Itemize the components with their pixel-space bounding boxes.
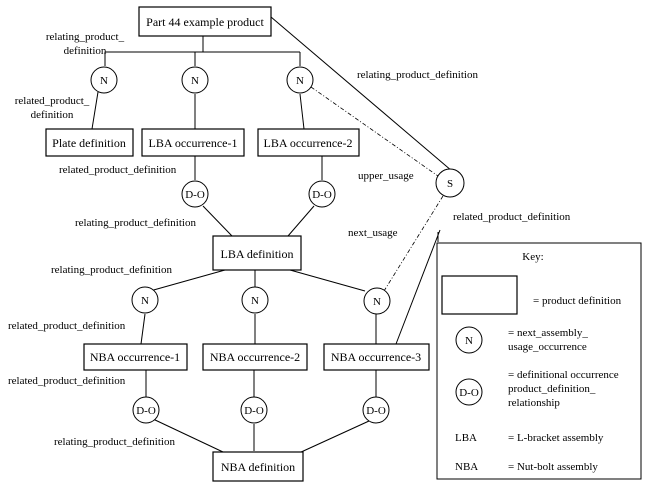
label-next-usage: next_usage [348, 227, 398, 239]
label-relating-lba-def: relating_product_definition [75, 217, 196, 229]
box-nba-occurrence-3: NBA occurrence-3 [323, 343, 430, 371]
node-do-lba-1: D-O [181, 180, 209, 208]
node-n-lba-1: N [181, 66, 209, 94]
box-plate-label: Plate definition [52, 136, 126, 150]
node-do-nba1-label: D-O [136, 405, 156, 417]
box-lba-definition: LBA definition [212, 235, 302, 271]
node-do-lba-2: D-O [308, 180, 336, 208]
legend-do-desc-3: relationship [508, 397, 560, 409]
legend-n-symbol: N [465, 335, 473, 347]
node-n-nba-2: N [241, 286, 269, 314]
label-upper-usage: upper_usage [358, 170, 414, 182]
node-n-nba3-label: N [373, 296, 381, 308]
label-related-nba-do: related_product_definition [8, 375, 126, 387]
label-related-plate-1: related_product_ [15, 95, 90, 107]
legend-key: Key: = product definition N = next_assem… [436, 242, 642, 480]
legend-do-desc-2: product_definition_ [508, 383, 596, 395]
label-relating-top-2: definition [64, 45, 107, 57]
legend-do-desc-1: = definitional occurrence [508, 369, 619, 381]
node-n-nba1-label: N [141, 295, 149, 307]
label-related-plate-2: definition [31, 109, 74, 121]
legend-do-circle [455, 378, 483, 406]
label-related-nba-occ: related_product_definition [8, 320, 126, 332]
legend-n-circle [455, 326, 483, 354]
node-n-lba2-label: N [296, 75, 304, 87]
box-lba-def-label: LBA definition [221, 247, 294, 261]
connector-lines [91, 16, 453, 454]
node-n-nba2-label: N [251, 295, 259, 307]
label-relating-s: relating_product_definition [357, 69, 478, 81]
box-lba-occurrence-2: LBA occurrence-2 [257, 128, 360, 157]
box-nba-occ3-label: NBA occurrence-3 [331, 350, 421, 364]
node-do-nba-2: D-O [240, 396, 268, 424]
box-part44-label: Part 44 example product [146, 15, 264, 29]
box-nba-occurrence-1: NBA occurrence-1 [83, 343, 188, 371]
label-relating-top-1: relating_product_ [46, 31, 125, 43]
node-s: S [435, 168, 465, 198]
legend-n-desc-2: usage_occurrence [508, 341, 587, 353]
node-do-lba1-label: D-O [185, 189, 205, 201]
legend-box-swatch [441, 275, 518, 315]
node-n-lba-2: N [286, 66, 314, 94]
box-plate-definition: Plate definition [45, 128, 134, 157]
node-do-lba2-label: D-O [312, 189, 332, 201]
node-n-nba-1: N [131, 286, 159, 314]
relationship-labels: relating_product_ definition related_pro… [8, 31, 571, 448]
legend-lba-abbr: LBA [455, 432, 477, 444]
legend-title: Key: [522, 251, 543, 263]
node-n-lba1-label: N [191, 75, 199, 87]
box-lba-occ2-label: LBA occurrence-2 [264, 136, 353, 150]
box-nba-occ1-label: NBA occurrence-1 [90, 350, 180, 364]
node-n-plate: N [90, 66, 118, 94]
node-n-nba-3: N [363, 287, 391, 315]
box-part44: Part 44 example product [138, 6, 272, 37]
node-do-nba3-label: D-O [366, 405, 386, 417]
legend-nba-abbr: NBA [455, 461, 478, 473]
label-related-s: related_product_definition [453, 211, 571, 223]
legend-nba-desc: = Nut-bolt assembly [508, 461, 598, 473]
label-related-lba: related_product_definition [59, 164, 177, 176]
node-do-nba-3: D-O [362, 396, 390, 424]
legend-product-definition: = product definition [533, 295, 622, 307]
node-do-nba2-label: D-O [244, 405, 264, 417]
node-n-plate-label: N [100, 75, 108, 87]
box-lba-occurrence-1: LBA occurrence-1 [141, 128, 245, 157]
label-relating-nba-def: relating_product_definition [54, 436, 175, 448]
box-nba-occurrence-2: NBA occurrence-2 [202, 343, 308, 371]
node-s-label: S [447, 178, 453, 190]
legend-lba-desc: = L-bracket assembly [508, 432, 604, 444]
box-nba-def-label: NBA definition [221, 460, 295, 474]
box-lba-occ1-label: LBA occurrence-1 [149, 136, 238, 150]
node-do-nba-1: D-O [132, 396, 160, 424]
box-nba-definition: NBA definition [212, 451, 304, 482]
box-nba-occ2-label: NBA occurrence-2 [210, 350, 300, 364]
legend-n-desc-1: = next_assembly_ [508, 327, 588, 339]
legend-do-symbol: D-O [459, 387, 479, 399]
label-relating-nba-n: relating_product_definition [51, 264, 172, 276]
